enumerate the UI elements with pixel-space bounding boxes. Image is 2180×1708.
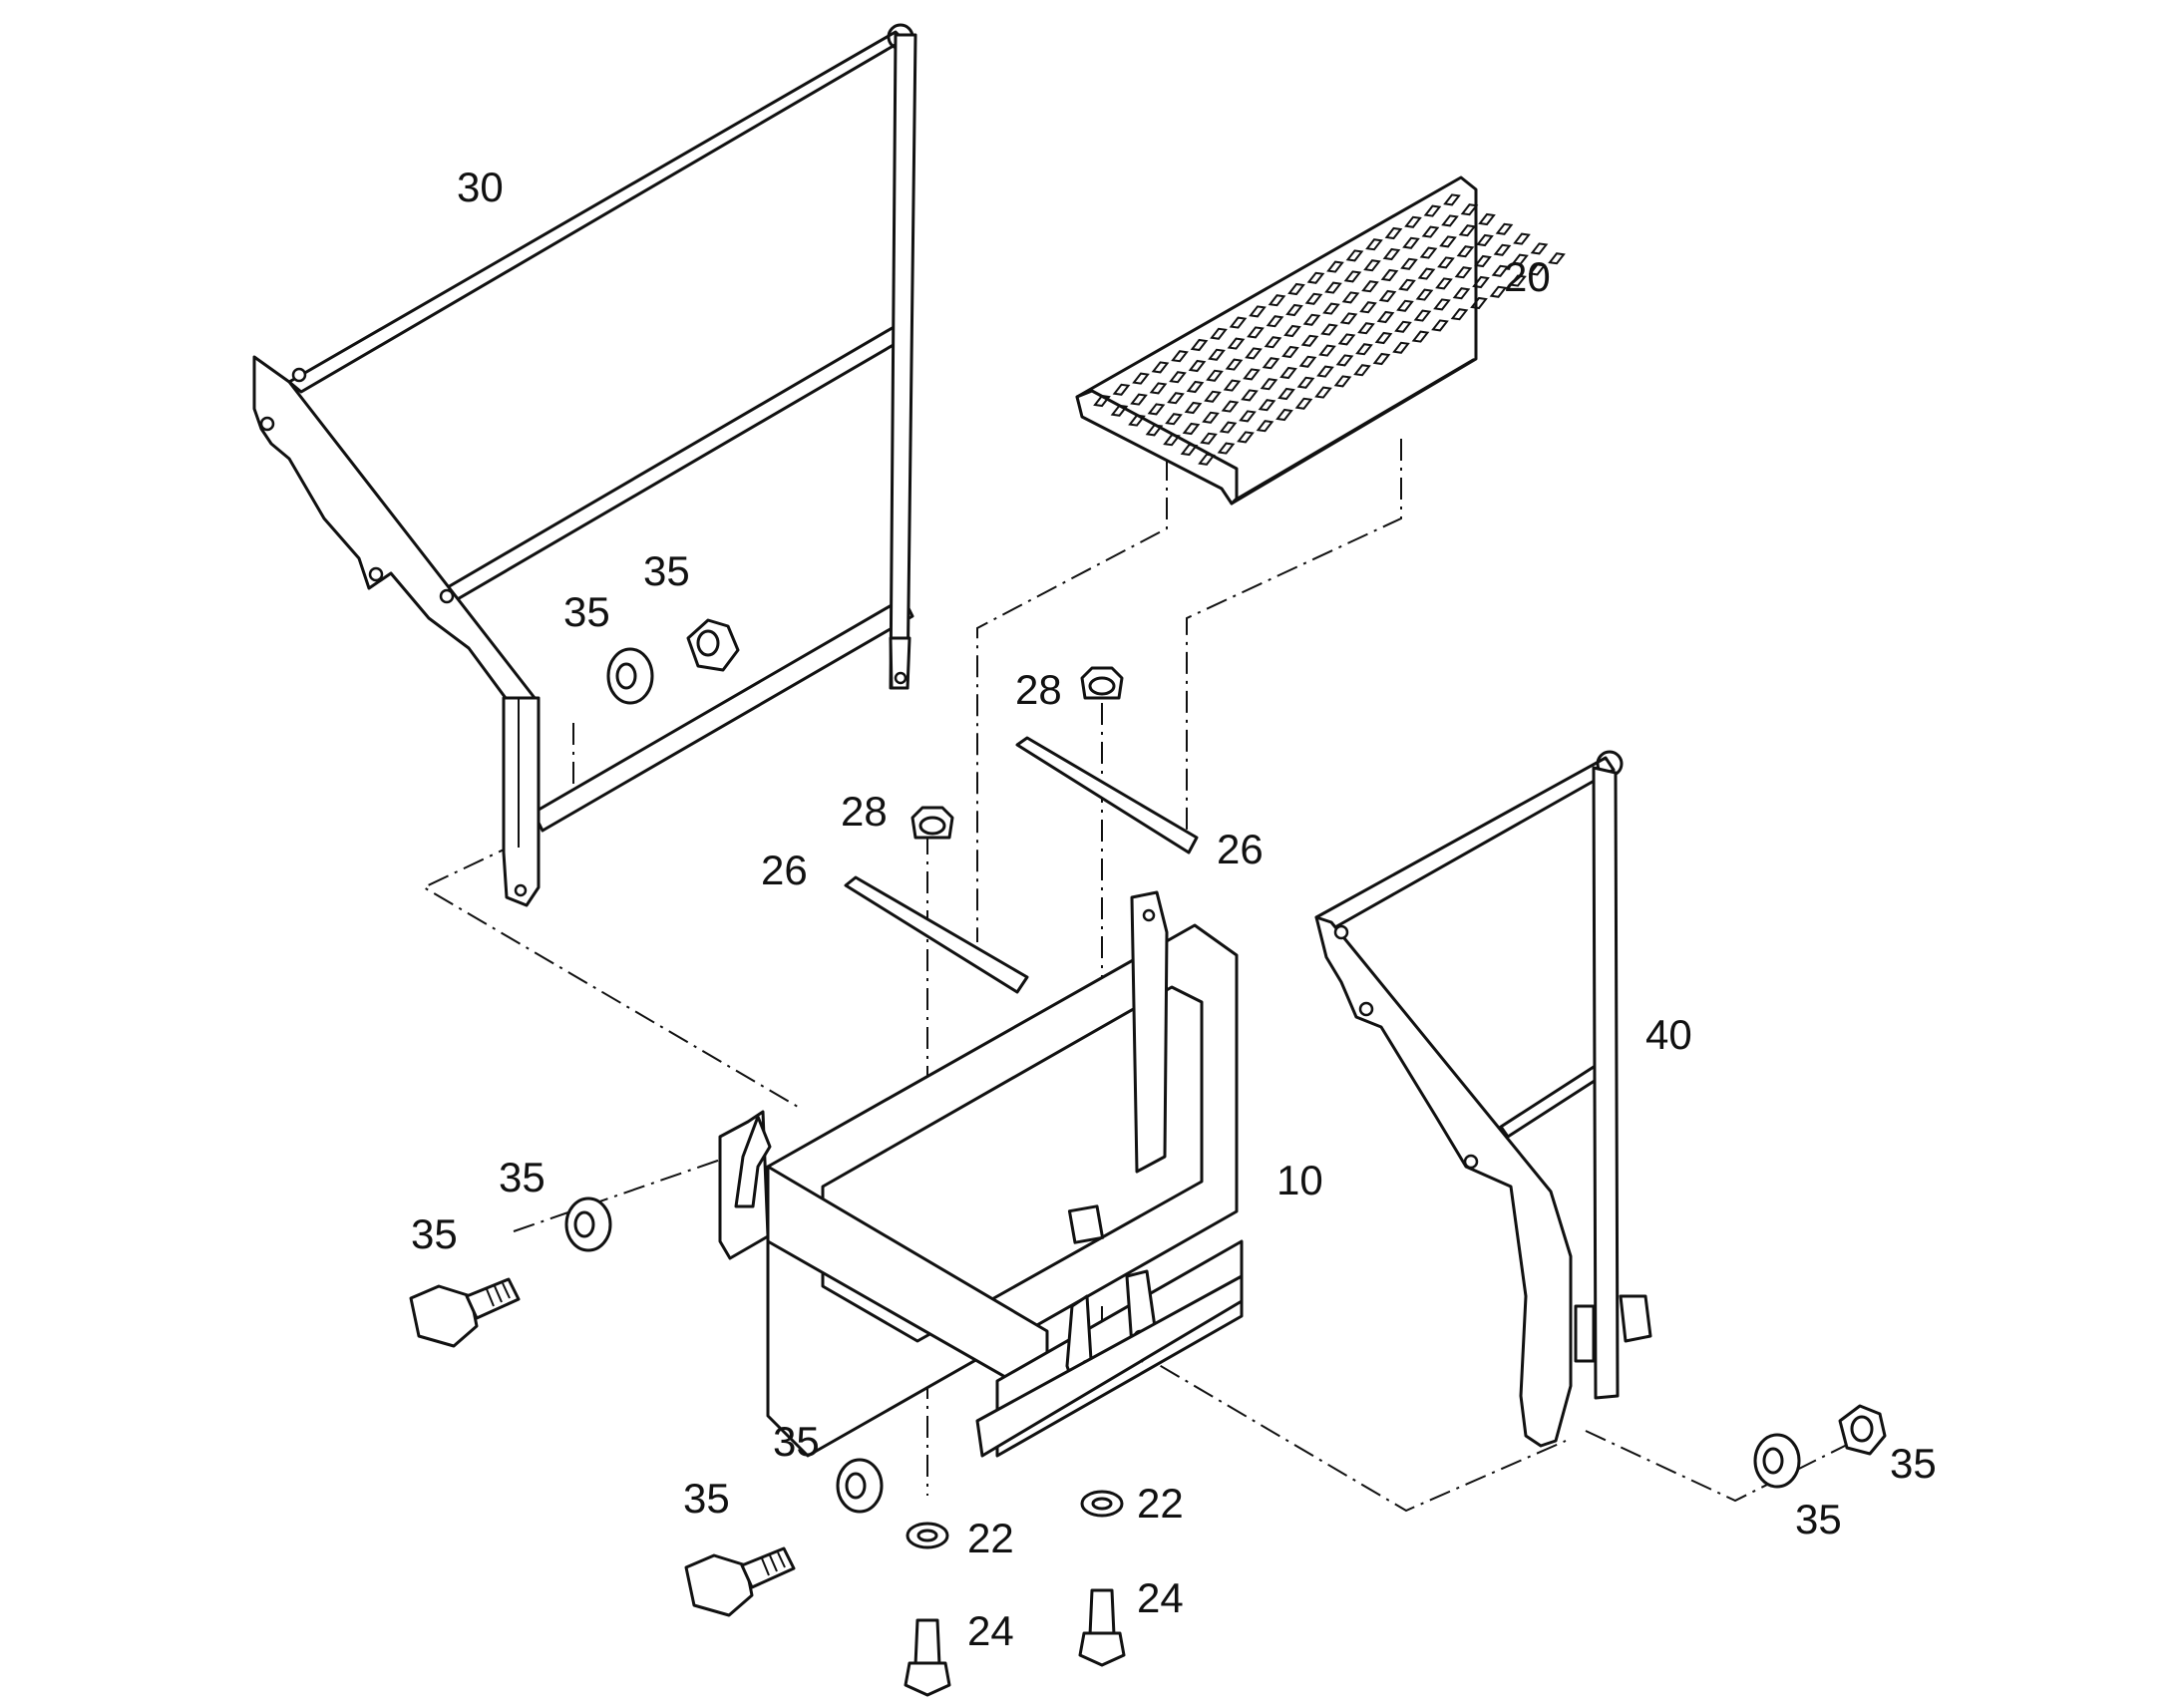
bolt-24-right: [1078, 1588, 1126, 1667]
callout-10: 10: [1276, 1157, 1323, 1203]
nut-35-right: [1838, 1404, 1887, 1456]
callout-35-washer-upper: 35: [563, 588, 610, 635]
washer-35-lower-left: [836, 1458, 884, 1514]
grating-mesh-pattern: [1093, 193, 1566, 466]
callout-30: 30: [457, 164, 504, 210]
hex-bolt-35-lower: [684, 1546, 796, 1617]
washer-35-upper: [606, 647, 654, 705]
callout-35-washer-right: 35: [1795, 1496, 1842, 1542]
strip-26-left: [844, 875, 1029, 994]
callout-35-washer-lower: 35: [773, 1418, 820, 1465]
flange-nut-28-right: [1080, 666, 1124, 700]
callout-labels: 30 20 35 35 28 28 26 26 40 10 35 35 35 3…: [411, 164, 1937, 1654]
flange-nut-28-left: [910, 806, 954, 840]
callout-24-right: 24: [1137, 1574, 1184, 1621]
nut-35-upper: [686, 618, 740, 672]
washer-22-left: [906, 1522, 949, 1549]
strip-26-right: [1015, 736, 1199, 854]
handrail-upper-left: [252, 23, 917, 907]
callout-26-left: 26: [761, 847, 808, 893]
callout-35-nut-right: 35: [1890, 1440, 1937, 1487]
box-frame: [718, 890, 1244, 1458]
callout-40: 40: [1645, 1011, 1692, 1058]
callout-24-left: 24: [967, 1607, 1014, 1654]
washer-35-mid-left: [564, 1196, 612, 1252]
callout-20: 20: [1504, 253, 1551, 300]
callout-35-washer-mid: 35: [499, 1154, 545, 1200]
handrail-lower-right: [1314, 750, 1652, 1448]
grating-step: [1075, 175, 1566, 506]
hex-bolt-35-mid: [409, 1277, 521, 1348]
bolt-24-left: [904, 1618, 951, 1697]
callout-26-right: 26: [1217, 826, 1264, 872]
washer-22-right: [1080, 1490, 1124, 1518]
callout-35-bolt-lower: 35: [683, 1475, 730, 1522]
callout-28-left: 28: [841, 788, 888, 835]
callout-28-right: 28: [1015, 666, 1062, 713]
callout-35-nut-upper: 35: [643, 547, 690, 594]
callout-35-bolt-mid: 35: [411, 1210, 458, 1257]
callout-22-right: 22: [1137, 1480, 1184, 1527]
callout-22-left: 22: [967, 1515, 1014, 1561]
washer-35-right: [1753, 1433, 1801, 1489]
